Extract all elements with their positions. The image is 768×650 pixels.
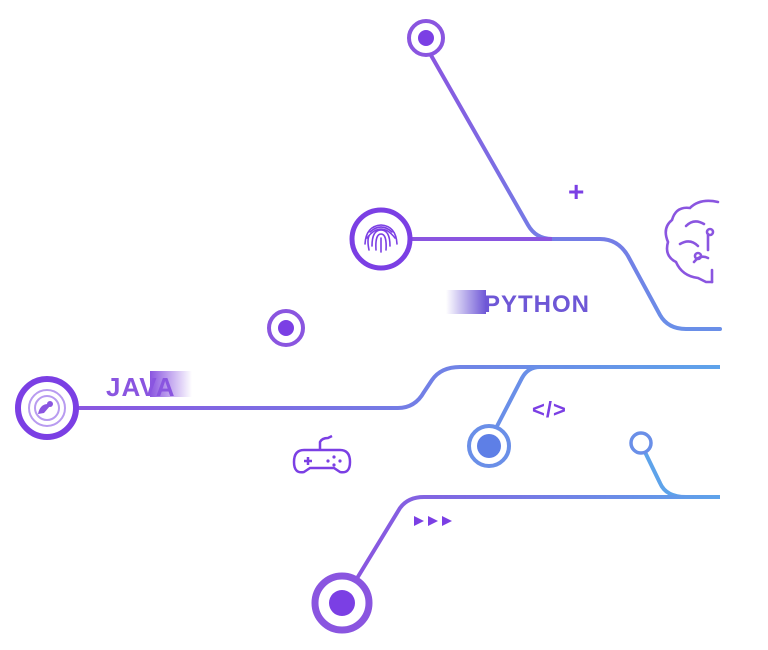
play-arrows-icon xyxy=(414,516,452,526)
trace-small-circle-branch xyxy=(641,447,720,499)
trace-code-branch xyxy=(492,365,541,433)
fingerprint-icon xyxy=(349,207,413,271)
node-bottom xyxy=(311,572,373,634)
trace-java xyxy=(75,365,720,410)
trace-top xyxy=(426,48,722,331)
java-label-fade xyxy=(150,371,192,397)
code-icon: </> xyxy=(532,397,567,422)
python-label: PYTHON xyxy=(484,291,590,318)
touch-icon xyxy=(15,376,79,440)
node-python xyxy=(267,309,305,347)
node-blue xyxy=(467,424,511,468)
plus-icon: + xyxy=(568,176,585,207)
brain-circuit-icon xyxy=(664,199,720,284)
node-top xyxy=(407,19,445,57)
node-small-hollow xyxy=(629,431,653,455)
python-label-fade xyxy=(446,290,486,314)
java-label: JAVA xyxy=(106,372,176,402)
trace-bottom xyxy=(354,495,720,582)
gamepad-icon xyxy=(292,434,352,474)
